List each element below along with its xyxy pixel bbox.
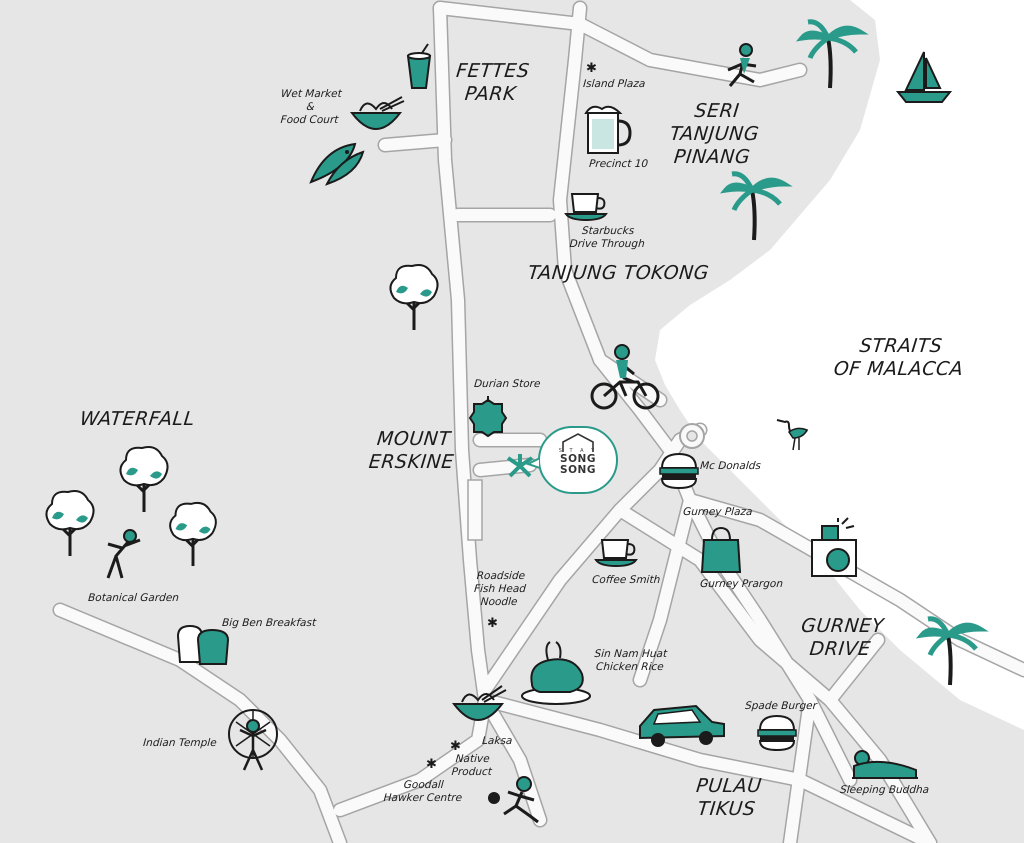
poi-laksa: Laksa — [481, 735, 513, 747]
burger-icon — [757, 714, 797, 752]
star-marker-icon: ✱ — [450, 739, 461, 754]
runner-icon — [722, 42, 768, 92]
camera-icon — [808, 517, 860, 580]
poi-durian-store: Durian Store — [473, 378, 541, 390]
poi-big-ben: Big Ben Breakfast — [221, 617, 317, 629]
palm-tree-icon — [795, 18, 869, 90]
poi-gurney-paragon: Gurney Prargon — [699, 578, 784, 590]
tree-icon — [116, 444, 172, 514]
poi-precinct-10: Precinct 10 — [588, 158, 649, 170]
area-straits-of-malacca: STRAITS OF MALACCA — [832, 335, 965, 380]
temple-icon — [226, 706, 280, 772]
durian-icon — [468, 396, 508, 438]
car-icon — [636, 702, 726, 748]
star-marker-icon: ✱ — [586, 61, 597, 76]
poi-starbucks: Starbucks Drive Through — [569, 225, 646, 250]
fish-icon — [305, 138, 369, 188]
stay-song-song-logo[interactable]: S T A Y SONG SONG — [538, 426, 618, 494]
tree-icon — [164, 500, 222, 568]
drink-icon — [398, 42, 438, 92]
coffee-cup-icon — [594, 536, 640, 568]
noodle-bowl-icon — [346, 95, 406, 139]
area-mount-erskine: MOUNT ERSKINE — [367, 428, 456, 473]
house-icon — [562, 433, 594, 452]
poi-mcdonalds: Mc Donalds — [699, 460, 762, 472]
area-pulau-tikus: PULAU TIKUS — [695, 775, 763, 820]
poi-sleeping-buddha: Sleeping Buddha — [839, 784, 930, 796]
shopping-bag-icon — [700, 526, 742, 574]
poi-wet-market: Wet Market & Food Court — [280, 88, 343, 126]
poi-island-plaza: Island Plaza — [582, 78, 646, 90]
poi-fish-head-noodle: Roadside Fish Head Noodle — [473, 570, 527, 608]
area-waterfall: WATERFALL — [78, 408, 196, 430]
area-gurney-drive: GURNEY DRIVE — [800, 615, 886, 660]
poi-gurney-plaza: Gurney Plaza — [682, 506, 753, 518]
yoga-person-icon — [94, 528, 144, 580]
sea — [655, 0, 1024, 730]
poi-botanical-garden: Botanical Garden — [87, 592, 180, 604]
tree-icon — [386, 262, 442, 332]
poi-sin-nam-huat: Sin Nam Huat Chicken Rice — [594, 648, 668, 673]
chicken-icon — [520, 640, 594, 706]
noodle-bowl-icon — [448, 684, 508, 730]
bread-icon — [172, 622, 234, 666]
buddha-icon — [850, 748, 920, 782]
poi-goodall: Goodall Hawker Centre — [383, 779, 463, 804]
palm-tree-icon — [915, 615, 989, 687]
logo-name-text: SONG SONG — [560, 453, 596, 476]
area-fettes-park: FETTES PARK — [455, 60, 531, 105]
burger-icon — [659, 452, 699, 490]
beer-mug-icon — [584, 103, 632, 157]
poi-indian-temple: Indian Temple — [142, 737, 218, 749]
logo-stay-text: S T A Y — [558, 448, 598, 454]
star-marker-icon: ✱ — [487, 616, 498, 631]
star-marker-icon: ✱ — [426, 757, 437, 772]
football-player-icon — [486, 776, 544, 824]
poi-coffee-smith: Coffee Smith — [591, 574, 661, 586]
area-tanjung-tokong: TANJUNG TOKONG — [526, 262, 711, 284]
cyclist-icon — [590, 342, 660, 412]
palm-tree-icon — [506, 452, 534, 480]
palm-tree-icon — [719, 170, 793, 242]
poi-spade-burger: Spade Burger — [744, 700, 818, 712]
logo-pointer-icon — [526, 456, 540, 470]
tree-icon — [40, 488, 100, 558]
sailboat-icon — [895, 50, 953, 104]
coffee-cup-icon — [564, 190, 610, 222]
area-seri-tanjung-pinang: SERI TANJUNG PINANG — [668, 100, 761, 168]
heron-icon — [775, 416, 811, 452]
